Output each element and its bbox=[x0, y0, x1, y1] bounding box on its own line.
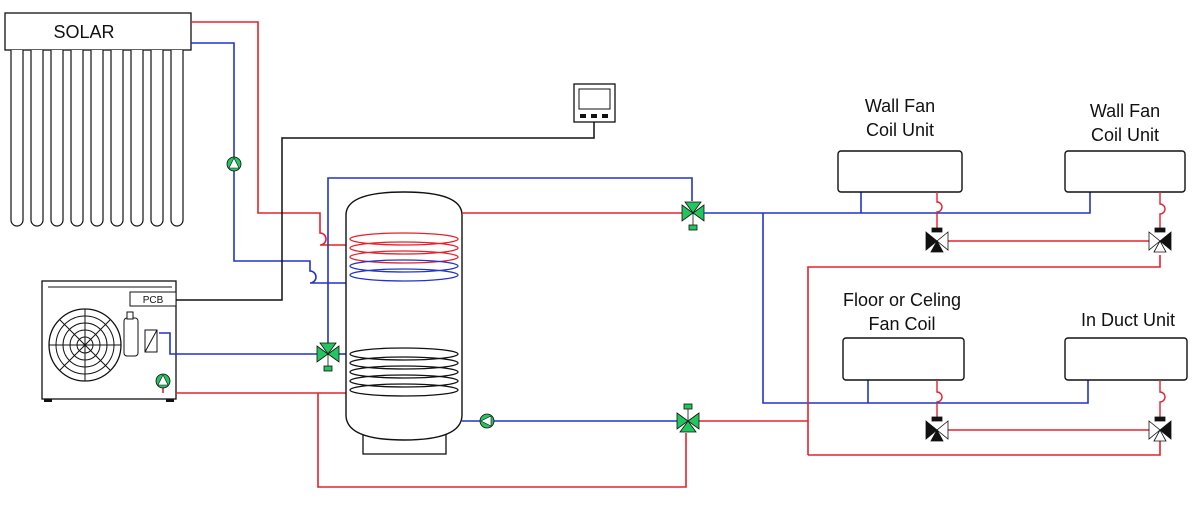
tank-bottom-pump bbox=[479, 413, 495, 429]
solar-pump bbox=[226, 156, 242, 172]
heat-pump-return-pipe bbox=[162, 380, 346, 394]
floor-ceiling-fan-coil-unit: Floor or Celing Fan Coil bbox=[842, 290, 965, 381]
wall-unit-2-line2: Coil Unit bbox=[1091, 125, 1159, 145]
floor-unit-line2: Fan Coil bbox=[868, 314, 935, 334]
control-valve-wall-1 bbox=[925, 227, 949, 253]
upper-coil-hot bbox=[349, 232, 459, 264]
three-way-valve-bottom bbox=[676, 403, 700, 433]
wall-unit-1-line1: Wall Fan bbox=[865, 96, 935, 116]
wall-unit-1-line2: Coil Unit bbox=[866, 120, 934, 140]
fan-icon bbox=[48, 308, 122, 382]
solar-label: SOLAR bbox=[53, 22, 114, 42]
solar-collector: SOLAR bbox=[4, 12, 192, 227]
diverter-loop-pipe bbox=[327, 177, 693, 344]
in-duct-unit: In Duct Unit bbox=[1064, 310, 1188, 381]
floor-unit-line1: Floor or Celing bbox=[843, 290, 961, 310]
lower-coil bbox=[349, 347, 459, 397]
control-valve-wall-2 bbox=[1148, 227, 1172, 253]
buffer-tank bbox=[345, 191, 463, 455]
upper-coil-cold bbox=[349, 259, 459, 282]
fan-coil-return-pipe bbox=[807, 240, 1161, 456]
wall-fan-coil-unit-2: Wall Fan Coil Unit bbox=[1064, 101, 1186, 193]
heat-pump-pump bbox=[155, 373, 171, 389]
three-way-valve-top bbox=[681, 201, 705, 231]
thermostat-controller bbox=[573, 83, 616, 123]
pcb-label: PCB bbox=[143, 295, 164, 306]
solar-return-pipe bbox=[191, 42, 346, 284]
solar-hot-pipe bbox=[191, 21, 346, 246]
valve-connection-stubs bbox=[936, 192, 1166, 419]
bottom-return-loop bbox=[317, 393, 808, 488]
wall-unit-2-line1: Wall Fan bbox=[1090, 101, 1160, 121]
compressor bbox=[123, 311, 158, 357]
fan-coil-supply-pipe bbox=[704, 192, 1091, 404]
solar-tubes bbox=[10, 50, 184, 227]
three-way-valve-hp bbox=[316, 342, 340, 372]
duct-unit-label: In Duct Unit bbox=[1081, 310, 1175, 330]
heat-pump-unit: PCB bbox=[41, 280, 177, 402]
controller-wire bbox=[176, 121, 595, 301]
control-valve-floor bbox=[925, 416, 949, 442]
wall-fan-coil-unit-1: Wall Fan Coil Unit bbox=[837, 96, 963, 193]
control-valve-duct bbox=[1148, 416, 1172, 442]
